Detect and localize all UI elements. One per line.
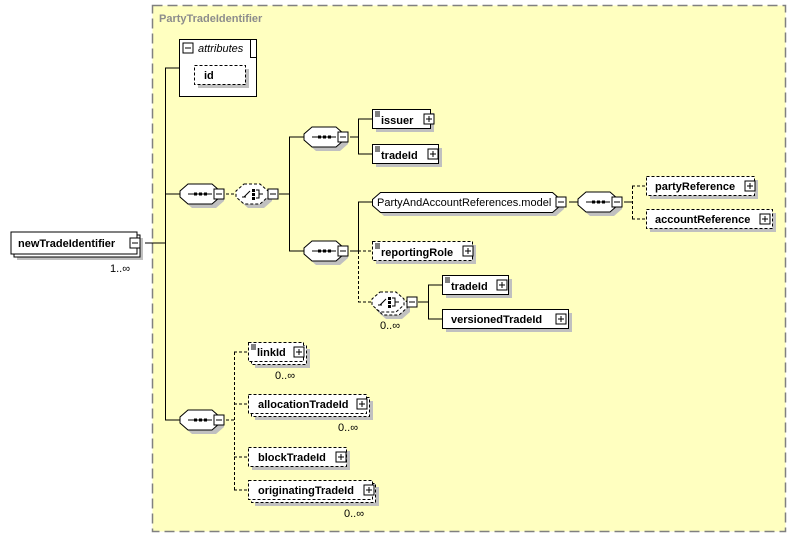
expand-icon[interactable] [363, 484, 375, 496]
element-label: accountReference [655, 214, 750, 226]
occurrence-label: 0..∞ [344, 508, 364, 520]
element-label: reportingRole [381, 247, 453, 259]
expand-icon[interactable] [335, 451, 347, 463]
expand-icon[interactable] [759, 213, 771, 225]
occurrence-label: 0..∞ [275, 370, 295, 382]
connectors [145, 67, 646, 491]
occurrence-label: 1..∞ [110, 263, 130, 275]
choice-compositor [235, 183, 272, 208]
occurrence-label: 0..∞ [338, 422, 358, 434]
collapse-icon[interactable] [611, 196, 623, 208]
element-label: partyReference [655, 181, 735, 193]
type-container [151, 4, 787, 533]
collapse-icon[interactable] [406, 296, 418, 308]
expand-icon[interactable] [555, 313, 567, 325]
group-PartyAndAccountReferences-model[interactable]: PartyAndAccountReferences.model [372, 192, 567, 217]
element-linkId[interactable]: linkId 0..∞ [248, 342, 311, 383]
attributes-group: attributes id [179, 39, 257, 97]
collapse-icon[interactable] [337, 131, 349, 143]
element-allocationTradeId[interactable]: allocationTradeId 0..∞ [248, 394, 374, 435]
collapse-icon[interactable] [213, 188, 225, 200]
element-accountReference[interactable]: accountReference [646, 209, 777, 233]
expand-icon[interactable] [427, 148, 439, 160]
expand-icon[interactable] [356, 398, 368, 410]
element-label: originatingTradeId [258, 485, 354, 497]
root-element-newTradeIdentifier[interactable]: newTradeIdentifier 1..∞ [10, 231, 143, 275]
element-label: linkId [257, 347, 286, 359]
collapse-icon[interactable] [267, 188, 279, 200]
attributes-label: attributes [198, 43, 244, 55]
element-label: versionedTradeId [451, 314, 542, 326]
element-partyReference[interactable]: partyReference [646, 176, 759, 200]
element-label: blockTradeId [258, 452, 326, 464]
expand-icon[interactable] [293, 346, 305, 358]
choice-compositor [371, 291, 410, 319]
collapse-icon[interactable] [555, 196, 567, 208]
element-versionedTradeId[interactable]: versionedTradeId [442, 309, 573, 333]
element-label: issuer [381, 115, 414, 127]
element-blockTradeId[interactable]: blockTradeId [248, 447, 351, 471]
collapse-icon[interactable] [129, 237, 141, 249]
element-reportingRole[interactable]: reportingRole [372, 241, 477, 265]
element-tradeId[interactable]: tradeId [442, 275, 513, 299]
expand-icon[interactable] [462, 245, 474, 257]
element-label: allocationTradeId [258, 399, 348, 411]
type-title: PartyTradeIdentifier [159, 13, 263, 25]
element-label: tradeId [451, 281, 488, 293]
attribute-label: id [204, 70, 214, 82]
group-label: PartyAndAccountReferences.model [377, 197, 551, 209]
expand-icon[interactable] [423, 113, 435, 125]
attribute-id[interactable]: id [194, 65, 250, 89]
element-tradeId[interactable]: tradeId [372, 144, 443, 168]
element-label: tradeId [381, 150, 418, 162]
collapse-icon[interactable] [213, 414, 225, 426]
occurrence-label: 0..∞ [380, 320, 400, 332]
element-label: newTradeIdentifier [18, 238, 116, 250]
element-originatingTradeId[interactable]: originatingTradeId 0..∞ [248, 480, 380, 521]
expand-icon[interactable] [496, 279, 508, 291]
expand-icon[interactable] [744, 180, 756, 192]
collapse-icon[interactable] [337, 245, 349, 257]
element-issuer[interactable]: issuer [372, 109, 435, 133]
